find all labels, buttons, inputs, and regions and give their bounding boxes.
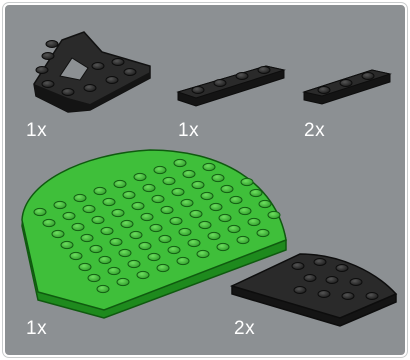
- black-wedge-plate-icon: [34, 32, 150, 112]
- black-plate-1x3-icon: [304, 70, 390, 104]
- plate-1x4-quantity: 1x: [178, 120, 199, 142]
- quarter-round-plate-quantity: 2x: [234, 318, 255, 340]
- round-plate-quantity: 1x: [26, 318, 47, 340]
- black-plate-1x4-icon: [178, 66, 284, 106]
- wedge-plate-quantity: 1x: [26, 120, 47, 142]
- plate-1x3-quantity: 2x: [304, 120, 325, 142]
- black-quarter-round-plate-icon: [232, 254, 396, 326]
